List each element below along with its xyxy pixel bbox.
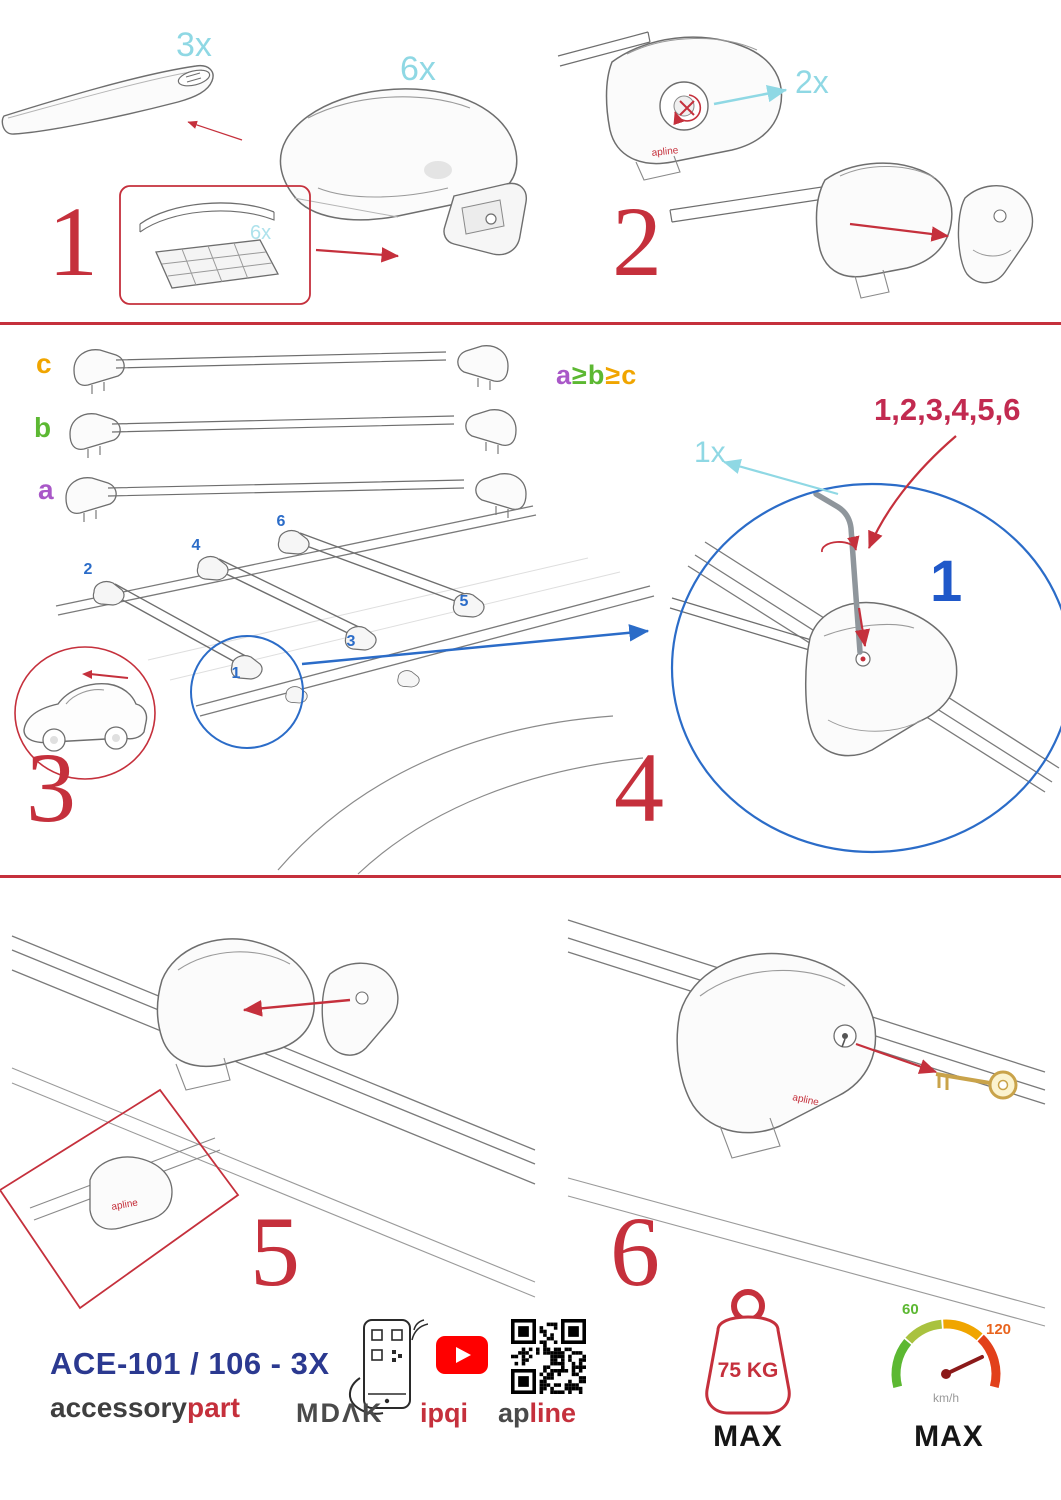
speed-min-label: 60	[902, 1301, 919, 1318]
speed-max-label: MAX	[914, 1420, 984, 1453]
section-divider-1	[0, 322, 1061, 325]
bar-a	[65, 473, 527, 523]
position-3: 3	[347, 633, 356, 650]
weight-max-label: MAX	[713, 1420, 783, 1453]
step-5-number: 5	[250, 1196, 300, 1307]
brand-ap: ap	[498, 1398, 530, 1428]
qty-pad-label: 6x	[250, 222, 272, 244]
step-2-number: 2	[612, 186, 662, 297]
brand-accessory: accessory	[50, 1392, 188, 1423]
bar-b	[69, 409, 517, 459]
tighten-first: 1	[930, 549, 963, 614]
max-speed-icon: 60 120 km/h	[891, 1301, 1011, 1405]
speed-needle	[944, 1355, 984, 1376]
qr-code	[511, 1319, 586, 1394]
crossbars-stack-drawing	[65, 345, 527, 523]
rubber-pad-detail-drawing	[139, 202, 280, 289]
lock-with-key-drawing: apline	[567, 919, 1046, 1327]
step-3-number: 3	[26, 732, 76, 843]
position-2: 2	[84, 561, 93, 578]
position-5: 5	[460, 593, 469, 610]
crossbar-profile-drawing	[1, 64, 214, 135]
model-code: ACE-101 / 106 - 3X	[50, 1346, 330, 1381]
foot-clamp-drawing	[279, 88, 527, 256]
bar-c-label: c	[36, 348, 52, 379]
brand-ipqi: ipqi	[420, 1398, 468, 1428]
roof-bar-3	[277, 529, 485, 618]
qty-lock-label: 2x	[795, 64, 829, 100]
key-drawing	[935, 1070, 1018, 1100]
size-rule: a≥b≥c	[556, 360, 637, 391]
phone-qr-scan-icon	[349, 1319, 428, 1415]
speed-unit: km/h	[933, 1391, 959, 1405]
tighten-sequence: 1,2,3,4,5,6	[874, 392, 1021, 427]
brand-part: part	[187, 1392, 240, 1423]
apline-mark: apline	[651, 145, 679, 159]
max-weight-icon: 75 KG	[705, 1289, 791, 1415]
step-6-number: 6	[610, 1196, 660, 1307]
speed-max-value: 120	[986, 1321, 1011, 1338]
qty-key-label: 1x	[694, 436, 726, 469]
rule-ge1: ≥	[572, 360, 588, 390]
weight-value: 75 KG	[718, 1359, 779, 1382]
qty-bar-label: 3x	[176, 26, 212, 64]
brand-line: line	[529, 1398, 577, 1428]
bar-c	[73, 345, 509, 395]
hand-icon	[349, 1377, 384, 1415]
section-divider-2	[0, 875, 1061, 878]
roof-bar-2	[196, 555, 377, 651]
allen-key-detail-drawing	[669, 491, 1060, 793]
bar-a-label: a	[38, 474, 54, 505]
bar-insert-foot-drawing	[669, 162, 1034, 299]
rule-c: c	[621, 360, 638, 390]
brand-mdak: MDΛK	[296, 1398, 384, 1428]
rule-b: b	[587, 360, 606, 390]
bar-b-label: b	[34, 412, 52, 443]
qty-foot-label: 6x	[400, 50, 436, 88]
brand-apline: apline	[498, 1398, 576, 1429]
inset-foot: apline	[89, 1156, 173, 1230]
youtube-icon	[436, 1336, 488, 1374]
position-6: 6	[277, 513, 286, 530]
step-4-number: 4	[614, 732, 664, 843]
rule-a: a	[556, 360, 573, 390]
rule-ge2: ≥	[605, 360, 622, 390]
step-1-number: 1	[48, 186, 98, 297]
position-1: 1	[232, 665, 241, 682]
position-4: 4	[192, 537, 201, 554]
brand-accessorypart: accessorypart	[50, 1392, 240, 1424]
car-arrow	[82, 670, 92, 679]
